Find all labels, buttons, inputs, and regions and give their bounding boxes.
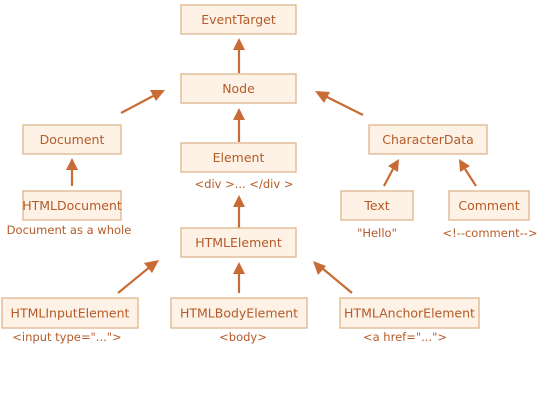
node-htmlanchorelement-label: HTMLAnchorElement xyxy=(344,306,475,321)
arrow-text-to-characterdata xyxy=(383,159,399,187)
node-node-label: Node xyxy=(222,81,255,96)
arrow-htmlelement-to-element xyxy=(233,195,245,228)
caption-htmlbodyelement: <body> xyxy=(219,330,267,344)
arrow-htmlinputelement-to-htmlelement xyxy=(117,260,159,294)
node-element: Element xyxy=(180,142,297,173)
arrow-comment-to-characterdata xyxy=(459,159,477,187)
node-document: Document xyxy=(22,124,122,155)
caption-htmldocument: Document as a whole xyxy=(7,223,132,237)
caption-element: <div >... </div > xyxy=(195,177,294,191)
node-htmlinputelement-label: HTMLInputElement xyxy=(11,306,130,321)
caption-text: "Hello" xyxy=(357,226,397,240)
node-htmlbodyelement: HTMLBodyElement xyxy=(170,297,308,329)
node-comment: Comment xyxy=(448,190,530,221)
node-htmlinputelement: HTMLInputElement xyxy=(1,297,139,329)
node-eventtarget-label: EventTarget xyxy=(201,12,276,27)
node-document-label: Document xyxy=(40,132,105,147)
arrow-htmldocument-to-document xyxy=(66,158,78,186)
node-characterdata-label: CharacterData xyxy=(382,132,474,147)
caption-comment: <!--comment--> xyxy=(442,226,537,240)
node-node: Node xyxy=(180,73,297,104)
node-characterdata: CharacterData xyxy=(368,124,488,155)
node-text: Text xyxy=(340,190,414,221)
arrow-htmlbodyelement-to-htmlelement xyxy=(233,262,245,293)
caption-htmlinputelement: <input type="..."> xyxy=(12,330,121,344)
edges xyxy=(66,38,477,294)
arrow-element-to-node xyxy=(233,108,245,142)
node-htmlanchorelement: HTMLAnchorElement xyxy=(339,297,480,329)
arrow-htmlanchorelement-to-htmlelement xyxy=(313,261,353,294)
arrow-node-to-eventtarget xyxy=(233,38,245,73)
node-element-label: Element xyxy=(213,150,265,165)
node-htmlelement: HTMLElement xyxy=(180,227,297,258)
arrow-document-to-node xyxy=(120,90,165,114)
node-htmldocument-label: HTMLDocument xyxy=(22,198,122,213)
node-htmldocument: HTMLDocument xyxy=(22,190,122,221)
arrow-characterdata-to-node xyxy=(315,91,364,116)
node-eventtarget: EventTarget xyxy=(180,4,297,35)
node-htmlbodyelement-label: HTMLBodyElement xyxy=(180,306,298,321)
node-comment-label: Comment xyxy=(458,198,519,213)
node-text-label: Text xyxy=(363,198,389,213)
caption-htmlanchorelement: <a href="..."> xyxy=(363,330,447,344)
node-htmlelement-label: HTMLElement xyxy=(195,235,282,250)
